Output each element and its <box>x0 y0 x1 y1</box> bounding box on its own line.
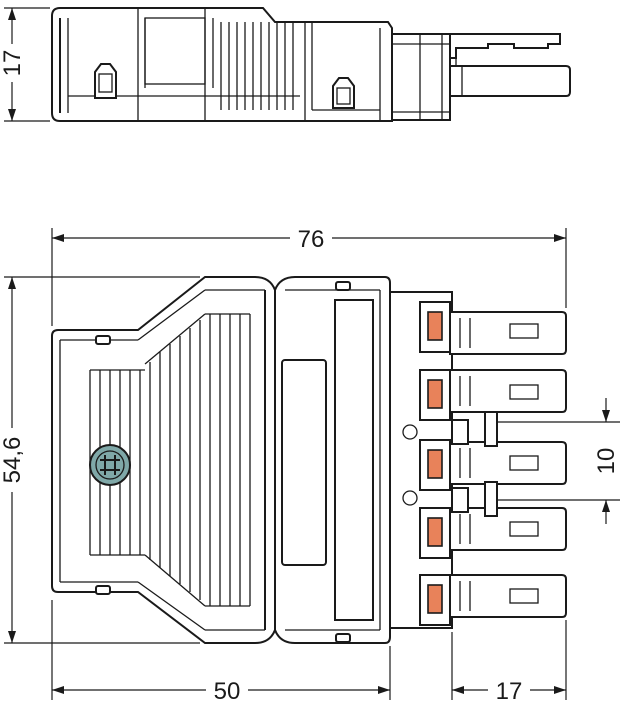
dim-overall-length-label: 76 <box>298 226 325 253</box>
dim-body-length-label: 50 <box>214 678 241 704</box>
dim-pin-pitch-label: 10 <box>593 448 620 475</box>
top-view-ribs <box>220 22 294 110</box>
dimension-overall-height: 54,6 <box>0 276 200 644</box>
dimension-pin-length: 17 <box>451 620 567 704</box>
pin-3 <box>419 439 567 491</box>
coding-lug-1 <box>402 411 498 447</box>
coding-lug-2 <box>402 481 498 517</box>
dimension-body-length: 50 <box>51 600 391 704</box>
label-window-center <box>281 359 327 566</box>
contact-pins <box>402 301 567 626</box>
strain-relief-screw <box>89 444 131 486</box>
dim-overall-height-label: 54,6 <box>0 437 26 484</box>
label-window-right <box>334 299 374 621</box>
front-view <box>51 276 453 644</box>
pin-1 <box>419 301 567 355</box>
pin-5 <box>419 574 567 626</box>
pin-2 <box>419 369 567 421</box>
dimension-overall-length: 76 <box>51 224 567 326</box>
latch-left <box>94 63 117 99</box>
pin-4 <box>419 507 567 559</box>
top-view <box>51 7 571 122</box>
dim-top-height-label: 17 <box>0 50 26 77</box>
latch-right <box>332 77 355 109</box>
dim-pin-length-label: 17 <box>496 678 523 704</box>
dimension-pin-pitch: 10 <box>498 398 620 524</box>
dimension-top-height: 17 <box>0 7 50 122</box>
front-view-ribs <box>89 313 251 607</box>
